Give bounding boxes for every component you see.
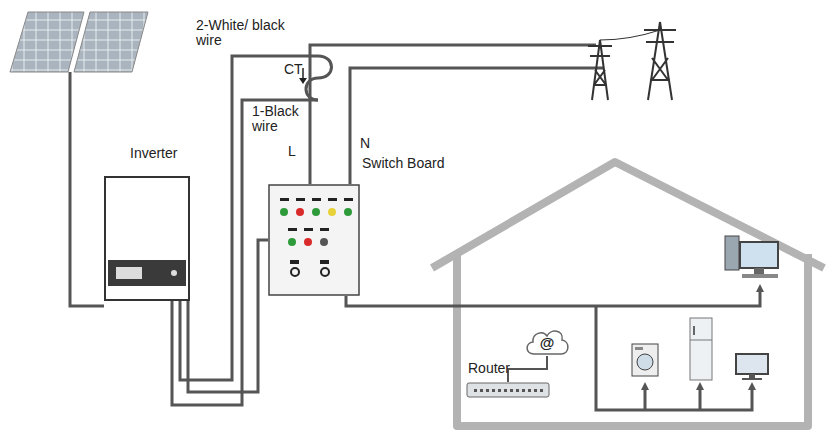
- router-shape: [466, 382, 550, 398]
- node-symbol: @: [524, 326, 570, 350]
- node-heading: Inverter: [130, 146, 177, 161]
- wire-label: 2-White/ black wire: [196, 18, 288, 48]
- router: Router: [466, 382, 550, 398]
- television: [736, 354, 768, 380]
- internet-cloud: @: [524, 326, 570, 356]
- ct-arrowhead: [299, 78, 307, 84]
- node-heading: Router: [468, 361, 510, 376]
- switch-board-shape: [268, 184, 360, 296]
- washing-machine: [632, 344, 658, 376]
- switch-board: Switch Board: [268, 184, 360, 296]
- connector: [508, 356, 547, 382]
- computer: [725, 236, 778, 278]
- wire-label: 1-Black wire: [252, 104, 306, 134]
- connector: [188, 240, 268, 392]
- neutral-label: N: [360, 136, 380, 151]
- inverter: Inverter: [104, 176, 190, 301]
- pylon: [588, 22, 676, 100]
- neutral-wire: [350, 68, 604, 184]
- house-wiring: [644, 386, 647, 410]
- node-heading: Switch Board: [362, 156, 444, 171]
- house-wiring: [596, 306, 752, 410]
- ct-label: CT: [284, 62, 314, 77]
- inverter-shape: [104, 176, 190, 301]
- line-wire: [310, 45, 596, 184]
- line-label: L: [288, 144, 308, 159]
- dc-wire: [70, 72, 104, 306]
- house-wiring: [699, 386, 702, 410]
- fridge: [690, 318, 712, 380]
- solar-panel: [10, 12, 148, 72]
- house-wiring: [346, 288, 760, 306]
- house-outline: [432, 162, 824, 426]
